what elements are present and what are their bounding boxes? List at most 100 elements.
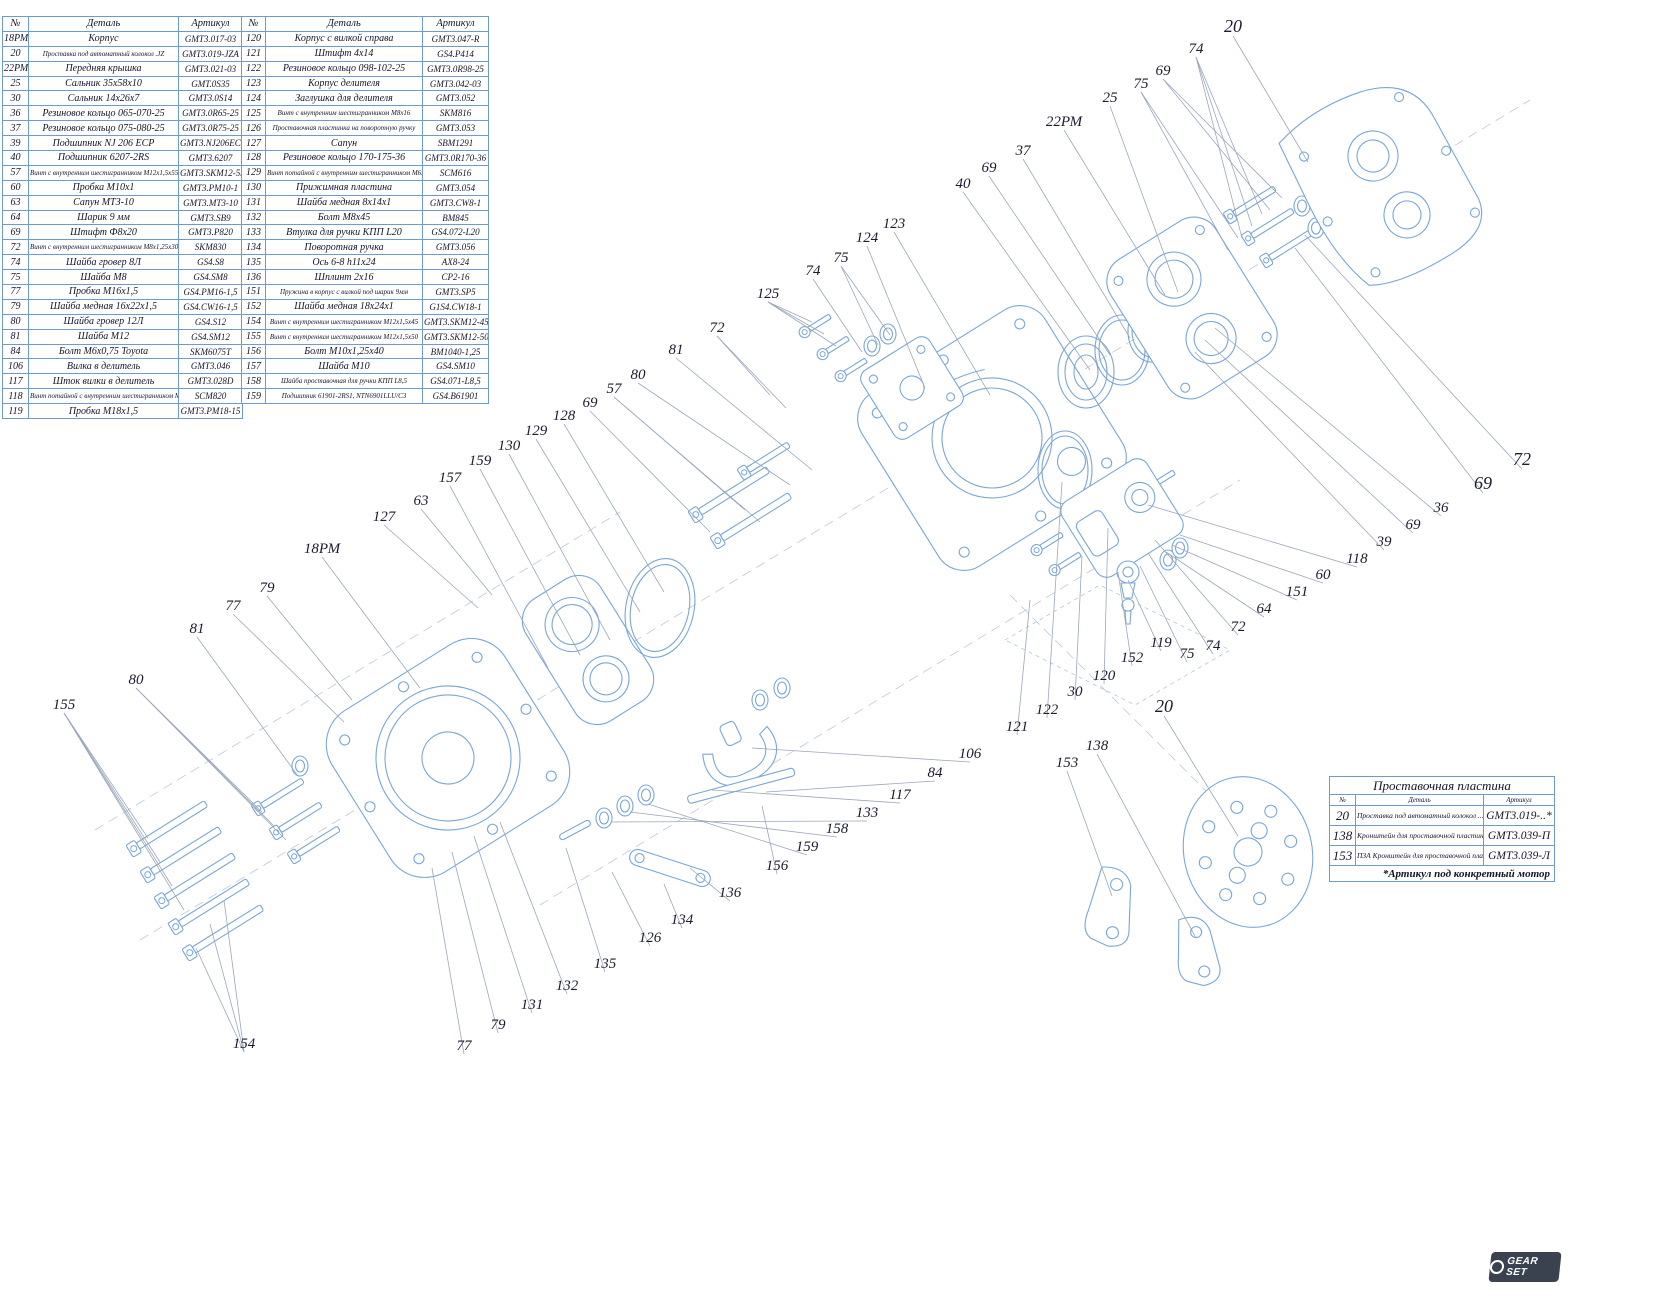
table-cell: Пробка M10x1 bbox=[28, 179, 179, 196]
table-cell: 129 bbox=[241, 164, 266, 181]
callout-136: 136 bbox=[719, 885, 742, 901]
leader-line bbox=[840, 265, 891, 336]
leader-line bbox=[663, 883, 683, 929]
leader-line bbox=[1204, 339, 1414, 534]
table-cell: Сальник 14x26x7 bbox=[28, 90, 179, 107]
table-cell: 128 bbox=[241, 150, 266, 166]
small-parts bbox=[559, 677, 791, 841]
table-cell: GMT3.019-..* bbox=[1483, 805, 1555, 826]
callout-130: 130 bbox=[498, 438, 521, 454]
callout-57: 57 bbox=[607, 381, 624, 397]
spacer-table-header-row: № Деталь Артикул bbox=[1329, 794, 1555, 806]
table-cell: GMT3.SP5 bbox=[422, 284, 489, 300]
cover-plate bbox=[521, 574, 655, 726]
table-cell: 121 bbox=[241, 45, 266, 62]
table-cell: GMT3.0R170-36 bbox=[422, 150, 489, 166]
table-cell: GMT3.0R98-25 bbox=[422, 60, 489, 77]
callout-69: 69 bbox=[982, 160, 998, 176]
table-cell: GMT.0S35 bbox=[178, 75, 243, 92]
table-cell: Проставка под автоматный колокол ... bbox=[1355, 805, 1484, 826]
leader-line bbox=[63, 712, 161, 863]
bearing-plate bbox=[1106, 216, 1278, 400]
leader-line bbox=[1214, 327, 1442, 517]
leader-line bbox=[767, 301, 813, 323]
table-cell: 157 bbox=[241, 358, 266, 375]
table-cell: 156 bbox=[241, 343, 266, 360]
table-cell: SKM816 bbox=[422, 105, 489, 122]
callout-119: 119 bbox=[1150, 635, 1172, 651]
callout-131: 131 bbox=[521, 997, 544, 1013]
callout-37: 37 bbox=[1015, 143, 1033, 159]
table-cell: Пробка M16x1,5 bbox=[28, 284, 179, 300]
table-cell: 138 bbox=[1329, 825, 1356, 846]
table-cell: Шайба медная 16x22x1,5 bbox=[28, 298, 179, 315]
table-cell: Винт с внутренним шестигранником M12x1,5… bbox=[28, 164, 179, 181]
callout-118: 118 bbox=[1346, 551, 1368, 567]
col-number: № bbox=[1329, 794, 1356, 806]
leader-line bbox=[1022, 158, 1131, 339]
callout-134: 134 bbox=[671, 912, 694, 928]
table-cell: GS4.SM12 bbox=[178, 328, 243, 345]
table-cell: Сапун МТЗ-10 bbox=[28, 194, 179, 211]
table-cell: Сальник 35x58x10 bbox=[28, 75, 179, 92]
callout-135: 135 bbox=[594, 956, 617, 972]
leader-line bbox=[689, 867, 731, 902]
table-cell: GS4.P414 bbox=[422, 45, 489, 62]
table-cell: SCM616 bbox=[422, 164, 489, 181]
leader-line bbox=[209, 923, 245, 1053]
leader-line bbox=[988, 175, 1111, 356]
leader-line bbox=[716, 335, 771, 396]
leader-line bbox=[1140, 91, 1239, 239]
callout-156: 156 bbox=[766, 858, 789, 874]
table-cell: GS4.071-L8,5 bbox=[422, 373, 489, 390]
callout-153: 153 bbox=[1056, 755, 1079, 771]
table-cell: Вилка в делитель bbox=[28, 358, 179, 375]
table-cell: SCM820 bbox=[178, 388, 243, 405]
table-cell: Поворотная ручка bbox=[265, 239, 423, 256]
leader-line bbox=[1179, 534, 1324, 584]
spacer-plate bbox=[1182, 776, 1314, 928]
table-cell: Резиновое кольцо 075-080-25 bbox=[28, 120, 179, 137]
leader-line bbox=[1195, 56, 1263, 215]
callout-72: 72 bbox=[710, 320, 726, 336]
table-cell: GS4.PM16-1,5 bbox=[178, 284, 243, 300]
logo-text: GEAR SET bbox=[1505, 1256, 1539, 1278]
callout-123: 123 bbox=[883, 216, 906, 232]
callout-79: 79 bbox=[260, 580, 276, 596]
table-cell: Резиновое кольцо 170-175-36 bbox=[265, 150, 423, 166]
table-cell: Штифт Ф8x20 bbox=[28, 224, 179, 241]
spacer-table-title-row: Проставочная пластина bbox=[1329, 776, 1555, 795]
table-cell: GMT3.CW8-1 bbox=[422, 194, 489, 211]
leader-line bbox=[1140, 91, 1229, 251]
table-cell: Проставка под автоматный колокол .JZ bbox=[28, 45, 179, 62]
leader-line bbox=[535, 438, 641, 613]
callout-64: 64 bbox=[1257, 601, 1273, 617]
leader-line bbox=[716, 335, 787, 409]
table-cell: 124 bbox=[241, 90, 266, 107]
callout-159: 159 bbox=[469, 453, 492, 469]
table-cell: Шайба гровер 8Л bbox=[28, 254, 179, 271]
callout-80: 80 bbox=[631, 367, 647, 383]
table-cell: Болт M10x1,25x40 bbox=[265, 343, 423, 360]
table-cell: 151 bbox=[241, 284, 266, 300]
leader-line bbox=[1171, 544, 1298, 601]
callout-36: 36 bbox=[1433, 500, 1450, 516]
table-cell: 125 bbox=[241, 105, 266, 122]
leader-line bbox=[420, 508, 493, 596]
bracket-right bbox=[1177, 916, 1221, 987]
table-cell: Резиновое кольцо 065-070-25 bbox=[28, 105, 179, 122]
callout-124: 124 bbox=[856, 230, 879, 246]
table-cell: 79 bbox=[2, 298, 29, 315]
spacer-table-footnote-row: *Артикул под конкретный мотор bbox=[1329, 865, 1555, 882]
leader-line bbox=[613, 396, 761, 523]
